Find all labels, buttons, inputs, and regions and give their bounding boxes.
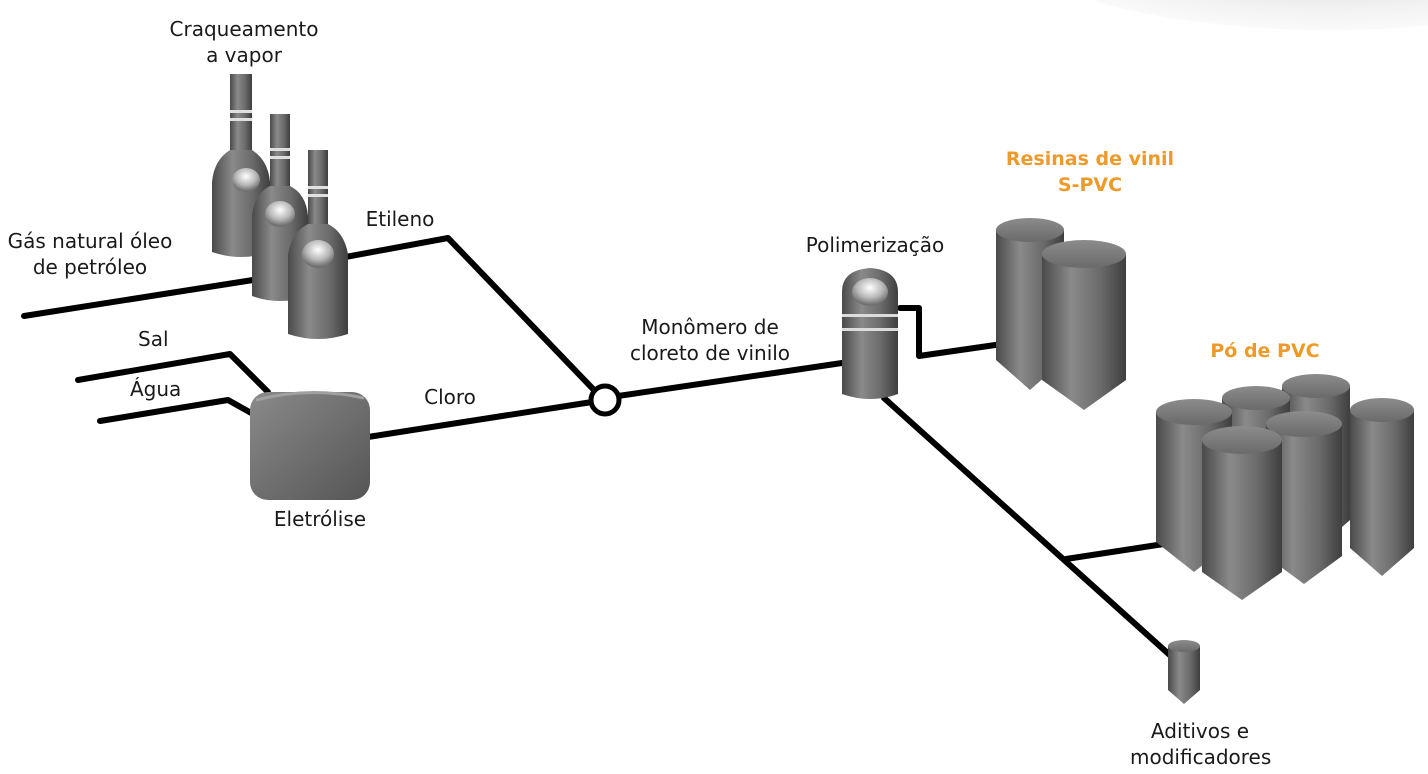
cracking-tower	[288, 150, 348, 339]
decorative-corner-shape	[1091, 0, 1428, 30]
additives-silo	[1168, 640, 1200, 704]
label-ethylene: Etileno	[365, 207, 435, 231]
silo	[1266, 411, 1342, 584]
pipes	[21, 235, 1219, 660]
vinyl-resin-silos	[996, 218, 1126, 410]
silo	[1350, 398, 1414, 576]
pipe-salt	[75, 351, 271, 395]
label-chlorine: Cloro	[424, 385, 476, 409]
label-vinyl-resins: Resinas de vinil S-PVC	[1005, 148, 1175, 196]
pipe-ethylene	[337, 235, 597, 393]
pipe-water	[97, 397, 256, 424]
silo	[1042, 240, 1126, 410]
electrolysis-unit	[250, 390, 370, 500]
label-vcm: Monômero de cloreto de vinilo	[629, 315, 791, 365]
pvc-powder-silos	[1156, 374, 1414, 600]
label-electrolysis: Eletrólise	[273, 507, 367, 531]
pipe-vcm	[615, 360, 845, 399]
pipe-resins	[897, 305, 1019, 359]
pipe-additives	[881, 395, 1175, 660]
polymerization-reactor	[842, 268, 898, 399]
mixing-node	[588, 383, 622, 417]
steam-cracking-towers	[212, 74, 348, 339]
label-natural-gas: Gás natural óleo de petróleo	[7, 229, 173, 279]
silo	[1202, 426, 1282, 600]
label-steam-cracking: Craqueamento a vapor	[169, 17, 319, 67]
label-pvc-powder: Pó de PVC	[1210, 340, 1320, 362]
pipe-natural-gas	[21, 277, 256, 319]
label-additives: Aditivos e modificadores	[1130, 719, 1272, 769]
label-salt: Sal	[138, 327, 169, 351]
label-water: Água	[130, 377, 182, 401]
label-polymerization: Polimerização	[805, 233, 945, 257]
pipe-chlorine	[365, 399, 595, 440]
